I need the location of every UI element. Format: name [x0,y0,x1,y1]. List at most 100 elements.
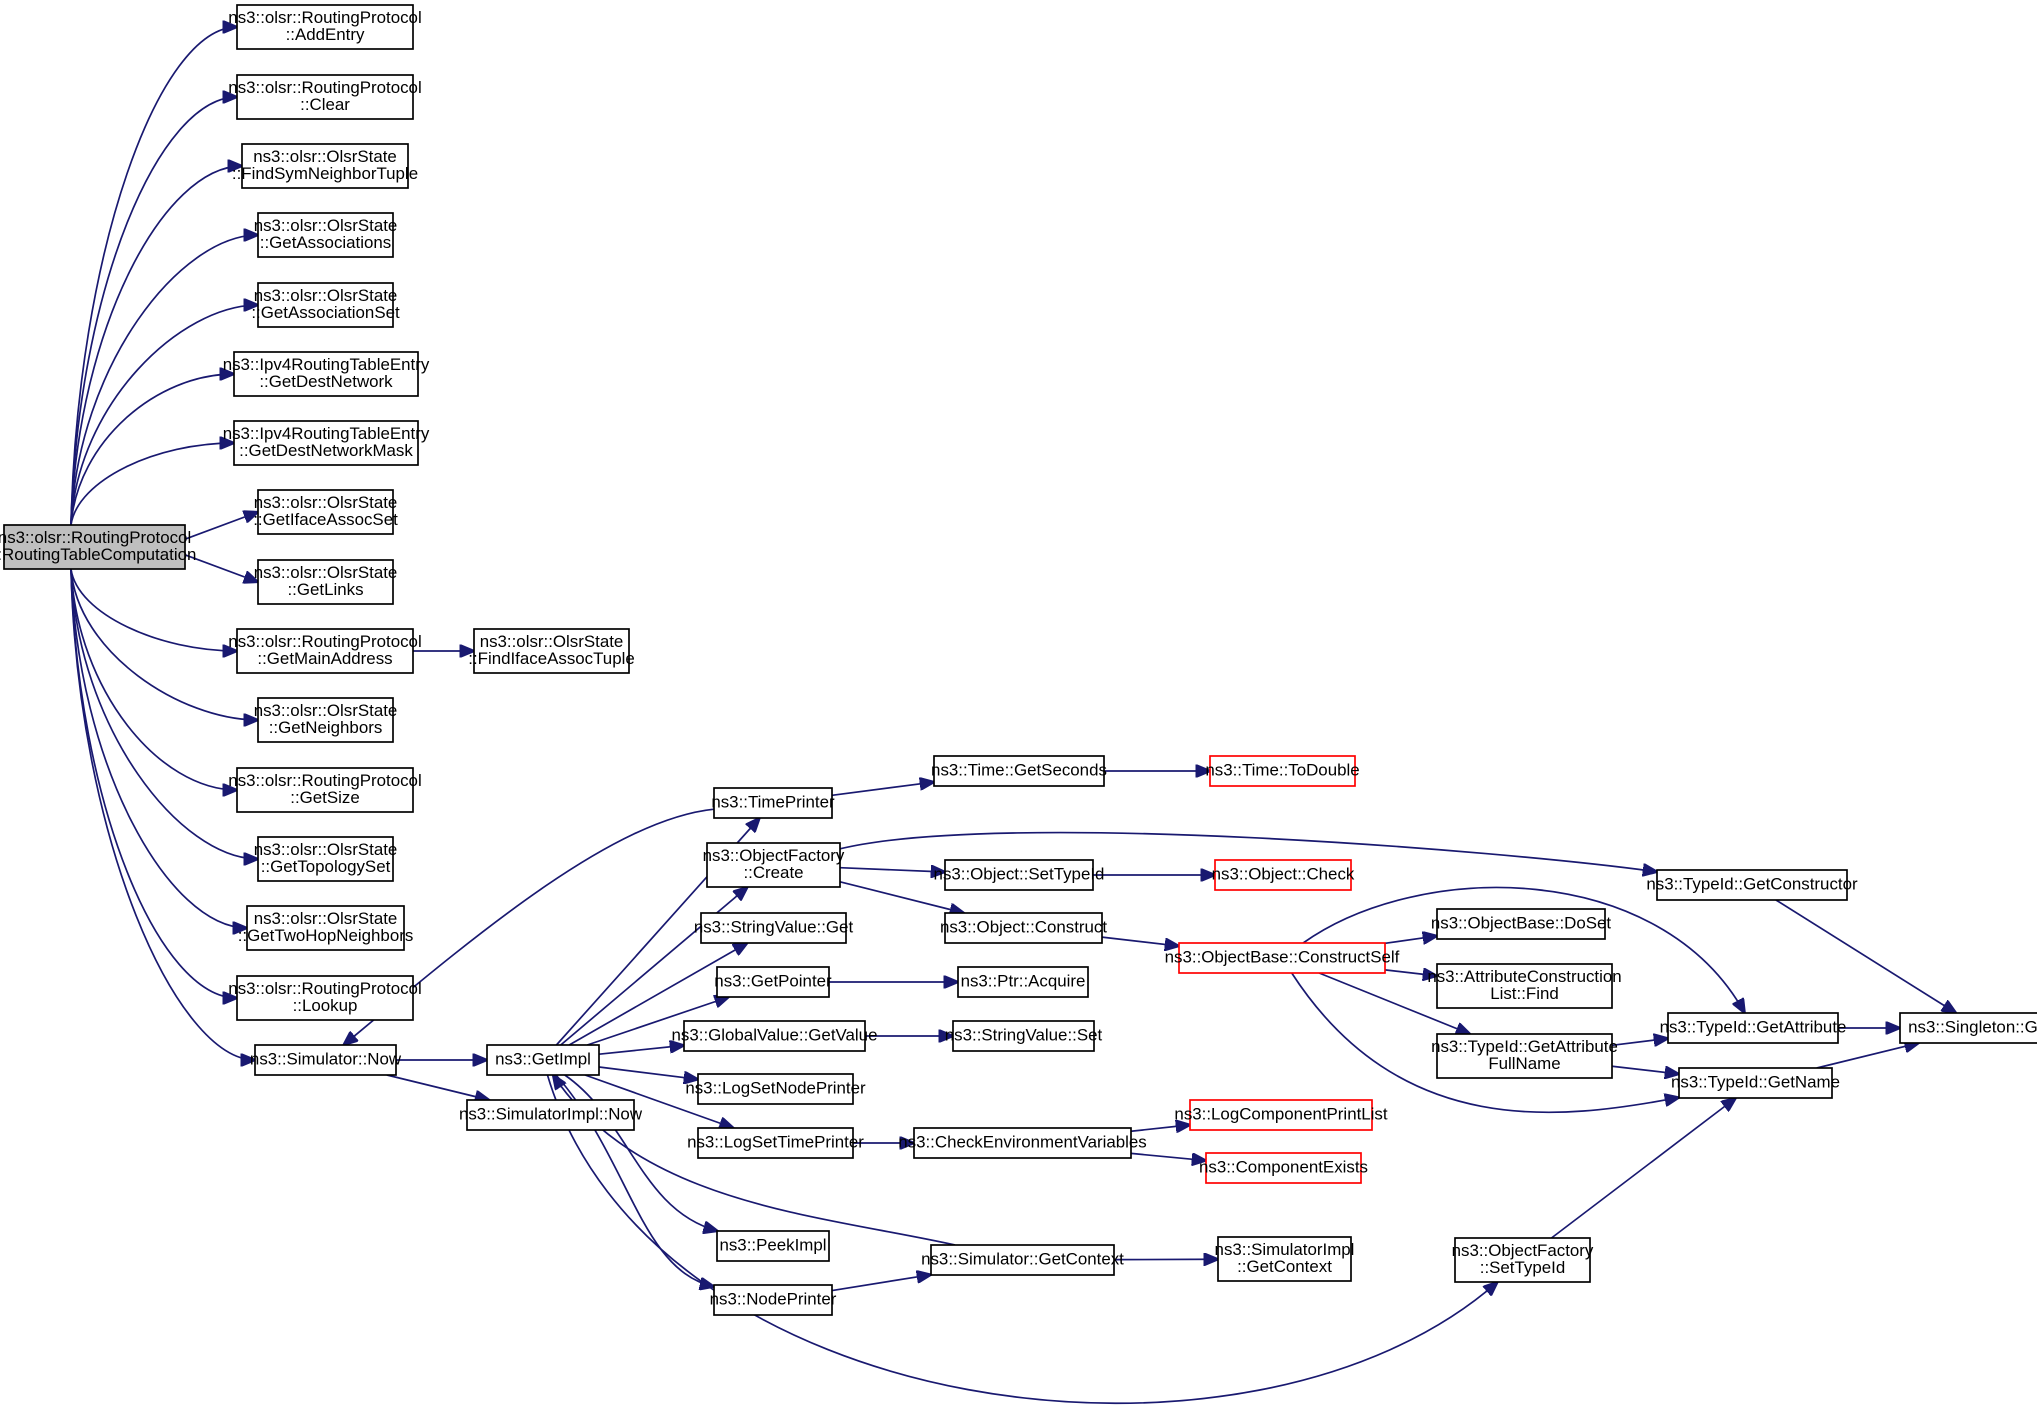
node-gettwohop[interactable]: ns3::olsr::OlsrState::GetTwoHopNeighbors [238,905,414,951]
node-box [1656,869,1848,901]
node-box [913,1127,1132,1159]
node-objconstruct[interactable]: ns3::Object::Construct [940,912,1107,944]
node-getpointer[interactable]: ns3::GetPointer [714,966,832,998]
node-lookup[interactable]: ns3::olsr::RoutingProtocol::Lookup [228,975,422,1021]
node-getdestmask[interactable]: ns3::Ipv4RoutingTableEntry::GetDestNetwo… [223,420,430,466]
edge-getimpl-to-logsettime [584,1074,733,1128]
node-label: ns3::GetImpl [495,1050,591,1069]
node-simnow[interactable]: ns3::Simulator::Now [250,1044,402,1076]
node-timetodouble[interactable]: ns3::Time::ToDouble [1205,755,1360,787]
edge-root-to-getneigh [70,568,258,720]
node-ptracquire[interactable]: ns3::Ptr::Acquire [957,966,1089,998]
node-box [700,912,847,944]
node-box [257,282,394,328]
node-label: ns3::SimulatorImpl [1215,1240,1355,1259]
node-label: ns3::olsr::OlsrState [254,493,398,512]
edge-getimpl-to-objfactsettypeid [546,1074,1497,1404]
node-label: ::GetTwoHopNeighbors [238,926,414,945]
node-box [241,143,409,189]
node-label: ns3::Object::SetTypeId [934,865,1105,884]
node-getmain[interactable]: ns3::olsr::RoutingProtocol::GetMainAddre… [228,628,422,674]
node-findiface[interactable]: ns3::olsr::OlsrState::FindIfaceAssocTupl… [468,628,635,674]
node-label: ns3::olsr::RoutingProtocol [228,979,421,998]
node-globalget[interactable]: ns3::GlobalValue::GetValue [672,1020,878,1052]
node-label: ns3::olsr::OlsrState [254,286,398,305]
node-label: ns3::Time::ToDouble [1205,761,1359,780]
node-label: ::FindIfaceAssocTuple [468,649,634,668]
node-box [257,697,394,743]
node-timeprinter[interactable]: ns3::TimePrinter [711,787,835,819]
edge-checkenv-to-compexists [1130,1152,1206,1160]
node-label: ::GetAssociations [260,233,391,252]
node-root[interactable]: ns3::olsr::RoutingProtocol::RoutingTable… [0,524,196,570]
node-peekimpl[interactable]: ns3::PeekImpl [716,1230,830,1262]
node-getassocset[interactable]: ns3::olsr::OlsrState::GetAssociationSet [251,282,400,328]
node-logsettime[interactable]: ns3::LogSetTimePrinter [687,1127,864,1159]
node-objsettypeid[interactable]: ns3::Object::SetTypeId [934,859,1105,891]
node-stringset[interactable]: ns3::StringValue::Set [945,1020,1103,1052]
node-objbasedoset[interactable]: ns3::ObjectBase::DoSet [1431,908,1612,940]
node-objcheck[interactable]: ns3::Object::Check [1212,859,1355,891]
node-gettopo[interactable]: ns3::olsr::OlsrState::GetTopologySet [254,836,398,882]
node-box [1205,1152,1362,1184]
node-objfactsettypeid[interactable]: ns3::ObjectFactory::SetTypeId [1452,1237,1594,1283]
edge-root-to-getassoc [70,235,258,526]
edge-root-to-getdestmask [70,443,234,526]
node-box [952,1020,1095,1052]
node-addentry[interactable]: ns3::olsr::RoutingProtocol::AddEntry [228,4,422,50]
node-label: FullName [1488,1054,1560,1073]
node-label: ::GetContext [1237,1257,1332,1276]
node-box [716,966,830,998]
node-box [1189,1099,1373,1131]
node-box [257,212,394,258]
node-label: ns3::PeekImpl [719,1236,826,1255]
node-getassoc[interactable]: ns3::olsr::OlsrState::GetAssociations [254,212,398,258]
node-label: ns3::TypeId::GetAttribute [1431,1037,1618,1056]
node-typeidgetname[interactable]: ns3::TypeId::GetName [1671,1067,1840,1099]
node-label: ::GetDestNetworkMask [239,441,413,460]
node-objbaseconstruct[interactable]: ns3::ObjectBase::ConstructSelf [1165,942,1400,974]
node-nodeprinter[interactable]: ns3::NodePrinter [710,1284,837,1316]
edge-objfactcreate-to-objsettypeid [839,868,945,872]
node-label: ns3::LogSetNodePrinter [685,1079,866,1098]
node-getimpl[interactable]: ns3::GetImpl [486,1044,600,1076]
node-typeidgetctor[interactable]: ns3::TypeId::GetConstructor [1646,869,1858,901]
node-getlinks[interactable]: ns3::olsr::OlsrState::GetLinks [254,559,398,605]
node-timegetsec[interactable]: ns3::Time::GetSeconds [931,755,1107,787]
node-getneigh[interactable]: ns3::olsr::OlsrState::GetNeighbors [254,697,398,743]
node-logsetnode[interactable]: ns3::LogSetNodePrinter [685,1073,866,1105]
node-objfactcreate[interactable]: ns3::ObjectFactory::Create [703,842,845,888]
node-checkenv[interactable]: ns3::CheckEnvironmentVariables [898,1127,1147,1159]
node-getdestnet[interactable]: ns3::Ipv4RoutingTableEntry::GetDestNetwo… [223,351,430,397]
node-box [713,1284,833,1316]
node-simimplgetctx[interactable]: ns3::SimulatorImpl::GetContext [1215,1236,1355,1282]
edge-objfactcreate-to-typeidgetctor [839,831,1657,872]
node-box [236,4,414,50]
node-box [697,1127,854,1159]
edge-root-to-gettwohop [70,568,247,928]
node-simgetctx[interactable]: ns3::Simulator::GetContext [921,1244,1124,1276]
edge-root-to-getdestnet [70,374,234,526]
node-findsym[interactable]: ns3::olsr::OlsrState::FindSymNeighborTup… [232,143,418,189]
node-getsize[interactable]: ns3::olsr::RoutingProtocol::GetSize [228,767,422,813]
node-simimplnow[interactable]: ns3::SimulatorImpl::Now [459,1099,643,1131]
node-stringget[interactable]: ns3::StringValue::Get [694,912,854,944]
node-clear[interactable]: ns3::olsr::RoutingProtocol::Clear [228,74,422,120]
node-box [236,975,414,1021]
node-box [944,859,1094,891]
node-label: ns3::olsr::OlsrState [254,909,398,928]
node-logcompprint[interactable]: ns3::LogComponentPrintList [1174,1099,1388,1131]
node-getiface[interactable]: ns3::olsr::OlsrState::GetIfaceAssocSet [253,489,398,535]
node-label: ns3::ObjectBase::ConstructSelf [1165,948,1400,967]
node-box [486,1044,600,1076]
edge-objbaseconstruct-to-attrconstruct [1384,970,1437,976]
node-typeidgetattr[interactable]: ns3::TypeId::GetAttribute [1660,1012,1847,1044]
node-box [236,74,414,120]
edge-getimpl-to-peekimpl [564,1074,718,1231]
node-label: ::GetTopologySet [261,857,391,876]
node-compexists[interactable]: ns3::ComponentExists [1199,1152,1368,1184]
node-label: ns3::Time::GetSeconds [931,761,1107,780]
node-singletonget[interactable]: ns3::Singleton::Get [1899,1012,2037,1044]
